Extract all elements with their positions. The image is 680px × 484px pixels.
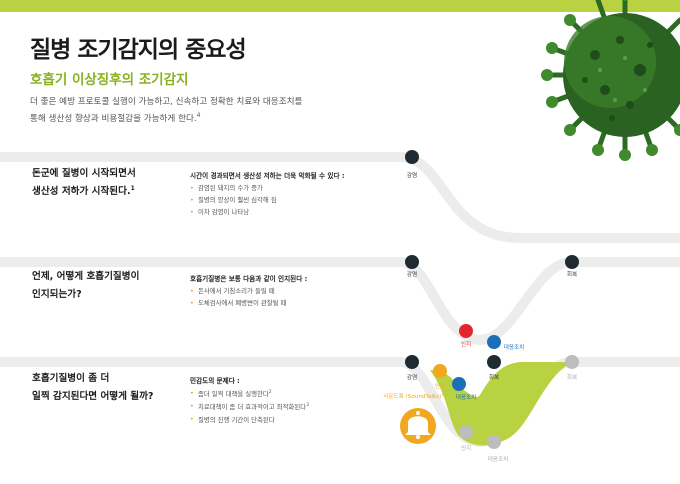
label-recovery-old-3: 회복 — [567, 373, 577, 381]
label-infection-3: 감염 — [407, 373, 417, 381]
description-sup: 4 — [196, 112, 201, 119]
node-recognition-old-3 — [459, 425, 473, 439]
label-recognition-old-3: 인지 — [461, 444, 471, 452]
node-recognition-2 — [459, 324, 473, 338]
row1-list: 감염된 돼지의 수가 증가 질병의 양상이 훨씬 심각해 짐 이차 감염이 나타… — [190, 182, 277, 218]
node-response-old-3 — [487, 435, 501, 449]
list-item: 치료대책이 좀 더 효과적이고 최적화된다3 — [190, 400, 309, 413]
description-line1: 더 좋은 예방 프로토콜 실행이 가능하고, 신속하고 정확한 치료와 대응조치… — [30, 97, 303, 107]
label-response-3: 대응조치 — [456, 393, 477, 401]
top-accent-bar — [0, 0, 680, 12]
label-recovery-2: 회복 — [567, 270, 577, 278]
page-title: 질병 조기감지의 중요성 — [30, 37, 247, 63]
label-infection-1: 감염 — [407, 171, 417, 179]
node-infection-1 — [405, 150, 419, 164]
label-soundtalks-3: 사운드톡 (SoundTalks)® — [383, 392, 445, 400]
node-recognition-3 — [433, 364, 447, 378]
row3-question: 호흡기질병이 좀 더 일찍 감지된다면 어떻게 될까? — [32, 373, 154, 403]
label-response-2: 대응조치 — [504, 343, 525, 351]
node-infection-2 — [405, 255, 419, 269]
list-item: 도체검사에서 폐병변이 관찰될 때 — [190, 297, 286, 309]
label-recognition-3: 인지 — [435, 382, 445, 390]
node-recovery-3 — [487, 355, 501, 369]
description-line2: 통해 생산성 향상과 비용절감을 가능하게 한다. — [30, 113, 197, 124]
row3-heading: 민감도의 문제다 : — [190, 377, 240, 385]
label-recognition-2: 인지 — [461, 340, 471, 348]
virus-icon — [541, 0, 680, 161]
page-subtitle: 호흡기 이상징후의 조기감지 — [30, 72, 189, 88]
label-response-old-3: 대응조치 — [488, 455, 509, 463]
row1-heading: 시간이 경과되면서 생산성 저하는 더욱 악화될 수 있다 : — [190, 172, 345, 180]
row2-heading: 호흡기질병은 보통 다음과 같이 인지된다 : — [190, 275, 308, 283]
list-item: 이차 감염이 나타남 — [190, 206, 277, 218]
green-area — [430, 362, 572, 446]
label-infection-2: 감염 — [407, 270, 417, 278]
label-recovery-3: 회복 — [489, 373, 499, 381]
node-infection-3 — [405, 355, 419, 369]
node-recovery-2 — [565, 255, 579, 269]
list-item: 좀더 일찍 대책을 실행한다2 — [190, 387, 309, 400]
curve-row2 — [0, 257, 680, 346]
list-item: 돈사에서 기침소리가 들릴 때 — [190, 285, 286, 297]
row2-question: 언제, 어떻게 호흡기질병이 인지되는가? — [32, 271, 140, 301]
list-item: 질병의 양상이 훨씬 심각해 짐 — [190, 194, 277, 206]
description: 더 좋은 예방 프로토콜 실행이 가능하고, 신속하고 정확한 치료와 대응조치… — [30, 95, 390, 126]
bell-icon — [400, 408, 436, 444]
node-response-2 — [487, 335, 501, 349]
list-item: 감염된 돼지의 수가 증가 — [190, 182, 277, 194]
node-response-3 — [452, 377, 466, 391]
row3-list: 좀더 일찍 대책을 실행한다2 치료대책이 좀 더 효과적이고 최적화된다3 질… — [190, 387, 309, 426]
list-item: 질병의 진행 기간이 단축된다 — [190, 413, 309, 426]
node-recovery-old-3 — [565, 355, 579, 369]
row1-question: 돈군에 질병이 시작되면서 생산성 저하가 시작된다.1 — [32, 168, 136, 198]
row2-list: 돈사에서 기침소리가 들릴 때 도체검사에서 폐병변이 관찰될 때 — [190, 285, 286, 309]
